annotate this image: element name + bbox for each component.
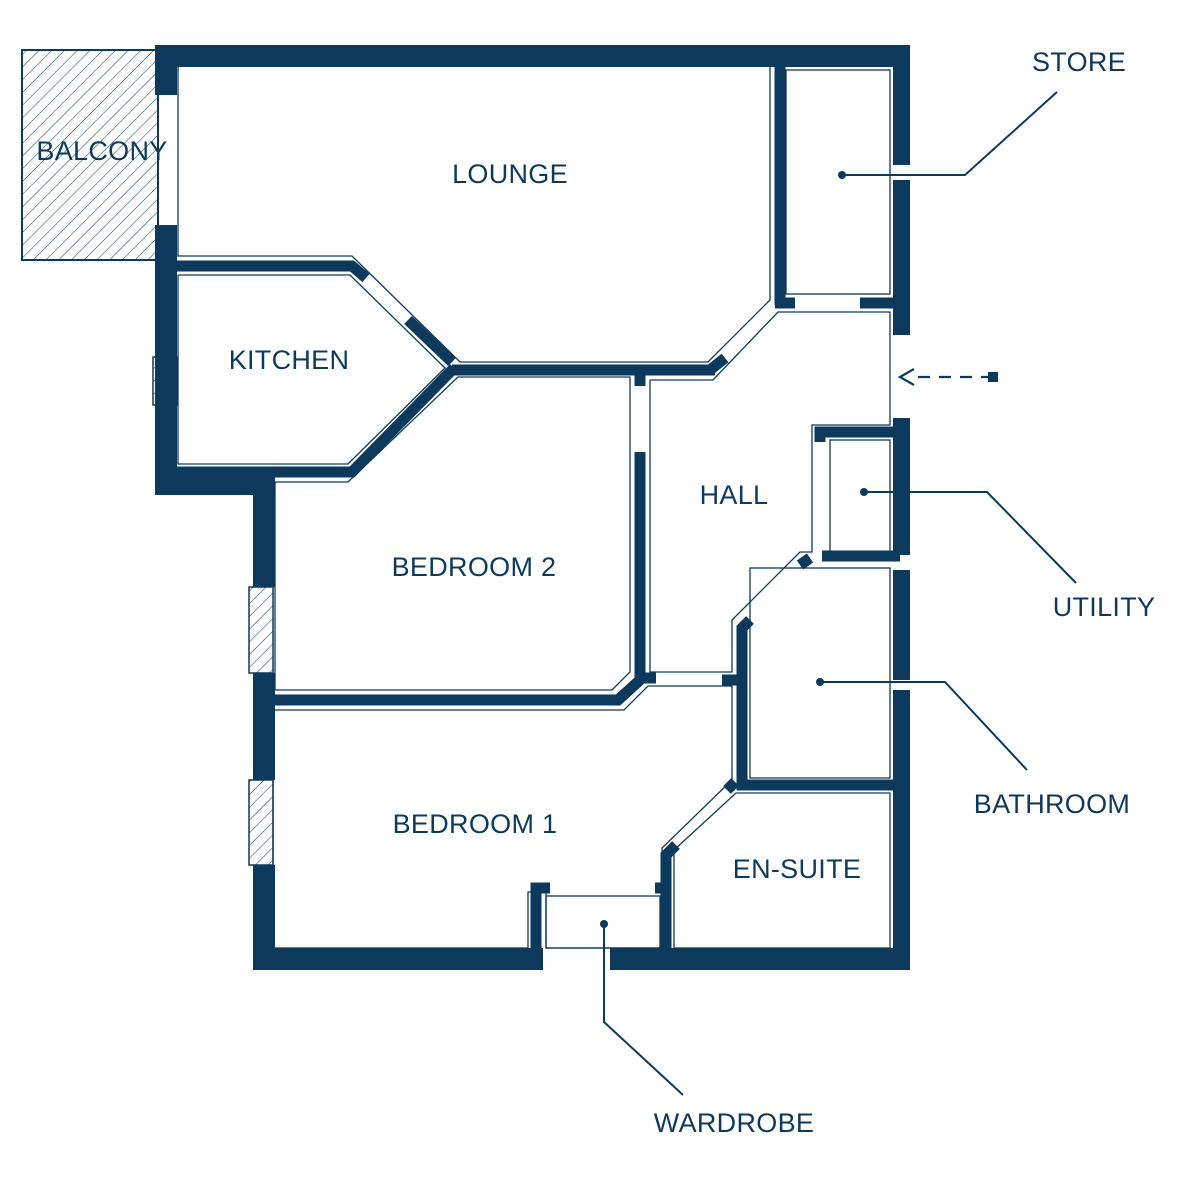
label-bedroom-1: BEDROOM 1 [393,809,558,839]
label-en-suite: EN-SUITE [733,854,861,884]
window-bedroom-1 [248,779,274,866]
window-kitchen [152,356,178,406]
label-kitchen: KITCHEN [229,345,350,375]
dashed-arrow-left-icon [897,368,998,386]
callout-store: STORE [838,47,1126,179]
balcony [21,49,159,261]
inner-walls [170,60,900,955]
label-balcony: BALCONY [36,136,167,166]
label-hall: HALL [700,480,769,510]
callout-bathroom: BATHROOM [816,678,1130,819]
label-store: STORE [1032,47,1126,77]
room-outlines [21,50,891,949]
label-bathroom: BATHROOM [974,789,1130,819]
label-bedroom-2: BEDROOM 2 [392,552,557,582]
callout-utility: UTILITY [860,488,1155,622]
window-bedroom-2 [248,586,274,674]
label-lounge: LOUNGE [452,159,568,189]
callout-wardrobe: WARDROBE [600,920,814,1138]
label-wardrobe: WARDROBE [654,1108,814,1138]
outer-walls [155,45,910,970]
label-utility: UTILITY [1053,592,1156,622]
